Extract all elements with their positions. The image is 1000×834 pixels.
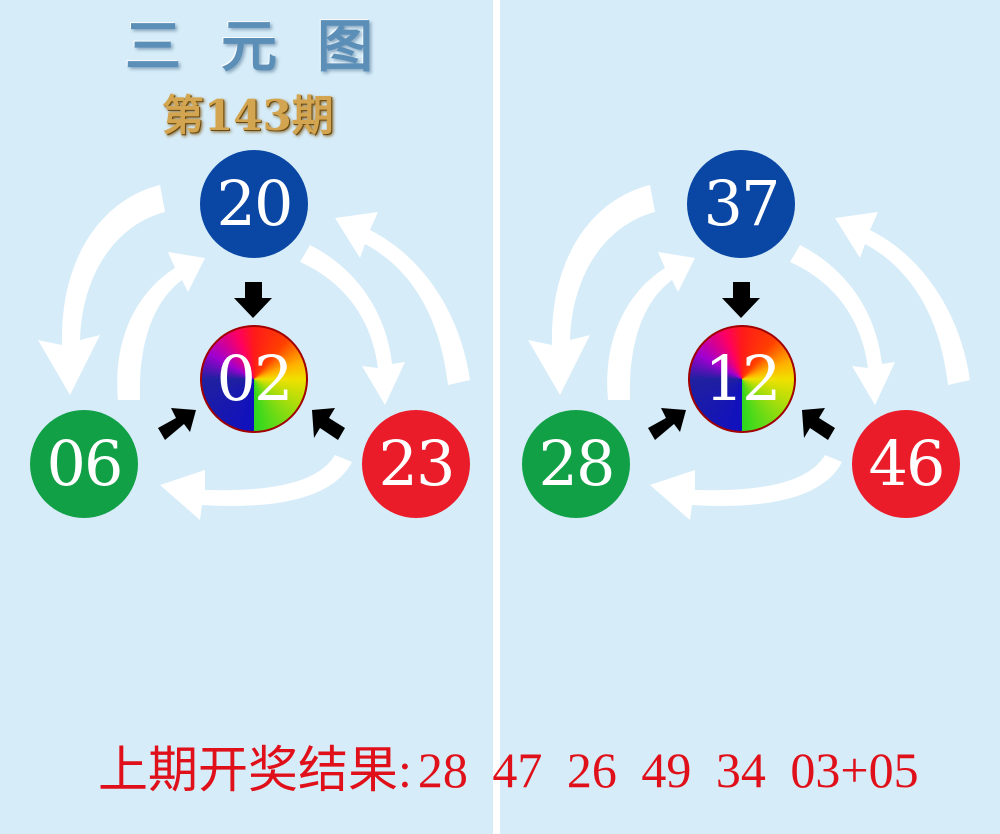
pointer-top-to-center (722, 282, 760, 318)
arrow-right-to-left-bottom (160, 455, 352, 520)
ball-right: 46 (852, 410, 960, 518)
previous-result-numbers: 28 47 26 49 34 03+05 (417, 742, 919, 798)
ball-left: 06 (30, 410, 138, 518)
arrow-top-to-left-outer (528, 185, 655, 395)
pointer-right-to-center (312, 408, 345, 440)
cycle-arrows-right (528, 185, 970, 520)
ball-center: 02 (200, 325, 308, 433)
arrow-top-to-right-inner (790, 245, 895, 405)
arrow-right-to-top-outer (335, 212, 470, 385)
cycle-arrows-left (38, 185, 470, 520)
pointer-right-to-center (802, 408, 835, 440)
ball-left: 28 (522, 410, 630, 518)
arrow-left-to-top-inner (607, 252, 695, 400)
previous-result: 上期开奖结果:28 47 26 49 34 03+05 (98, 730, 978, 810)
pointer-left-to-center (158, 408, 196, 440)
ball-top: 37 (687, 150, 795, 258)
pointer-top-to-center (234, 282, 272, 318)
arrow-right-to-top-outer (835, 212, 970, 385)
arrow-right-to-left-bottom (650, 455, 842, 520)
ball-right: 23 (362, 410, 470, 518)
arrow-top-to-left-outer (38, 185, 165, 395)
panel-divider (493, 0, 500, 834)
panel-right: 37 12 28 46 (500, 0, 993, 834)
previous-result-label: 上期开奖结果: (98, 742, 412, 798)
ball-center: 12 (688, 325, 796, 433)
pointer-left-to-center (648, 408, 686, 440)
panel-left: 20 02 06 23 三元图 第143期 (0, 0, 493, 834)
issue-number: 第143期 (162, 91, 334, 140)
ball-top: 20 (200, 150, 308, 258)
page-title: 三元图 (125, 14, 413, 80)
arrow-top-to-right-inner (300, 245, 405, 405)
arrow-left-to-top-inner (117, 252, 205, 400)
